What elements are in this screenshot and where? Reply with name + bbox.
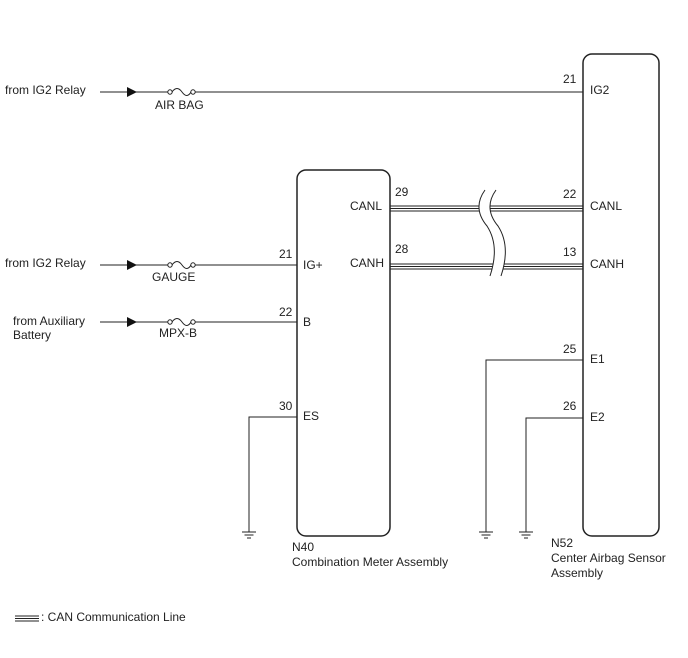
pin-number-meter-canh: 28 bbox=[395, 242, 409, 256]
source-label-ig2-top: from IG2 Relay bbox=[5, 83, 86, 97]
pin-label-b: B bbox=[303, 315, 311, 329]
ground-icon bbox=[519, 531, 533, 539]
fuse-label-mpxb: MPX-B bbox=[159, 326, 197, 340]
can-line-legend-icon bbox=[15, 615, 39, 622]
pin-label-e2: E2 bbox=[590, 410, 605, 424]
pin-number-ig: 21 bbox=[279, 247, 293, 261]
legend: : CAN Communication Line bbox=[15, 610, 186, 624]
fuse-icon bbox=[167, 318, 196, 326]
arrow-right-icon bbox=[127, 260, 137, 270]
source-label-aux-line2: Battery bbox=[13, 328, 51, 342]
fuse-label-gauge: GAUGE bbox=[152, 270, 195, 284]
ig2-airbag-circuit: from IG2 Relay AIR BAG 21 IG2 bbox=[5, 72, 610, 112]
pin-number-es: 30 bbox=[279, 399, 293, 413]
pin-number-e1: 25 bbox=[563, 342, 577, 356]
ig-gauge-circuit: from IG2 Relay GAUGE 21 IG+ bbox=[5, 247, 323, 284]
airbag-sensor-code: N52 bbox=[551, 536, 573, 550]
b-mpxb-circuit: from Auxiliary Battery MPX-B 22 B bbox=[13, 305, 311, 342]
pin-label-ig2: IG2 bbox=[590, 83, 610, 97]
pin-label-sensor-canh: CANH bbox=[590, 257, 624, 271]
pin-label-meter-canl: CANL bbox=[350, 199, 382, 213]
es-ground-circuit: 30 ES bbox=[242, 399, 319, 539]
pin-number-ig2: 21 bbox=[563, 72, 577, 86]
pin-number-meter-canl: 29 bbox=[395, 185, 409, 199]
e2-ground-circuit: 26 E2 bbox=[519, 399, 605, 539]
airbag-sensor-name-line2: Assembly bbox=[551, 566, 603, 580]
ground-icon bbox=[479, 531, 493, 539]
source-label-aux-line1: from Auxiliary bbox=[13, 314, 85, 328]
pin-label-e1: E1 bbox=[590, 352, 605, 366]
combination-meter-box bbox=[296, 169, 391, 537]
arrow-right-icon bbox=[127, 87, 137, 97]
pin-label-es: ES bbox=[303, 409, 319, 423]
legend-label: : CAN Communication Line bbox=[41, 610, 186, 624]
airbag-sensor-name-line1: Center Airbag Sensor bbox=[551, 551, 666, 565]
source-label-ig2-mid: from IG2 Relay bbox=[5, 256, 86, 270]
can-bus: 29 CANL 28 CANH 22 CANL 13 CANH bbox=[350, 185, 624, 277]
ground-icon bbox=[242, 531, 256, 539]
line-break-icon bbox=[478, 189, 506, 277]
fuse-label-airbag: AIR BAG bbox=[155, 98, 204, 112]
pin-number-e2: 26 bbox=[563, 399, 577, 413]
meter-name: Combination Meter Assembly bbox=[292, 555, 448, 569]
pin-number-sensor-canh: 13 bbox=[563, 245, 577, 259]
meter-code: N40 bbox=[292, 540, 314, 554]
pin-number-sensor-canl: 22 bbox=[563, 187, 577, 201]
pin-number-b: 22 bbox=[279, 305, 293, 319]
pin-label-sensor-canl: CANL bbox=[590, 199, 622, 213]
pin-label-meter-canh: CANH bbox=[350, 256, 384, 270]
arrow-right-icon bbox=[127, 317, 137, 327]
pin-label-ig: IG+ bbox=[303, 258, 323, 272]
airbag-sensor-box bbox=[582, 53, 660, 537]
fuse-icon bbox=[167, 261, 196, 269]
fuse-icon bbox=[167, 88, 196, 96]
e1-ground-circuit: 25 E1 bbox=[479, 342, 605, 539]
